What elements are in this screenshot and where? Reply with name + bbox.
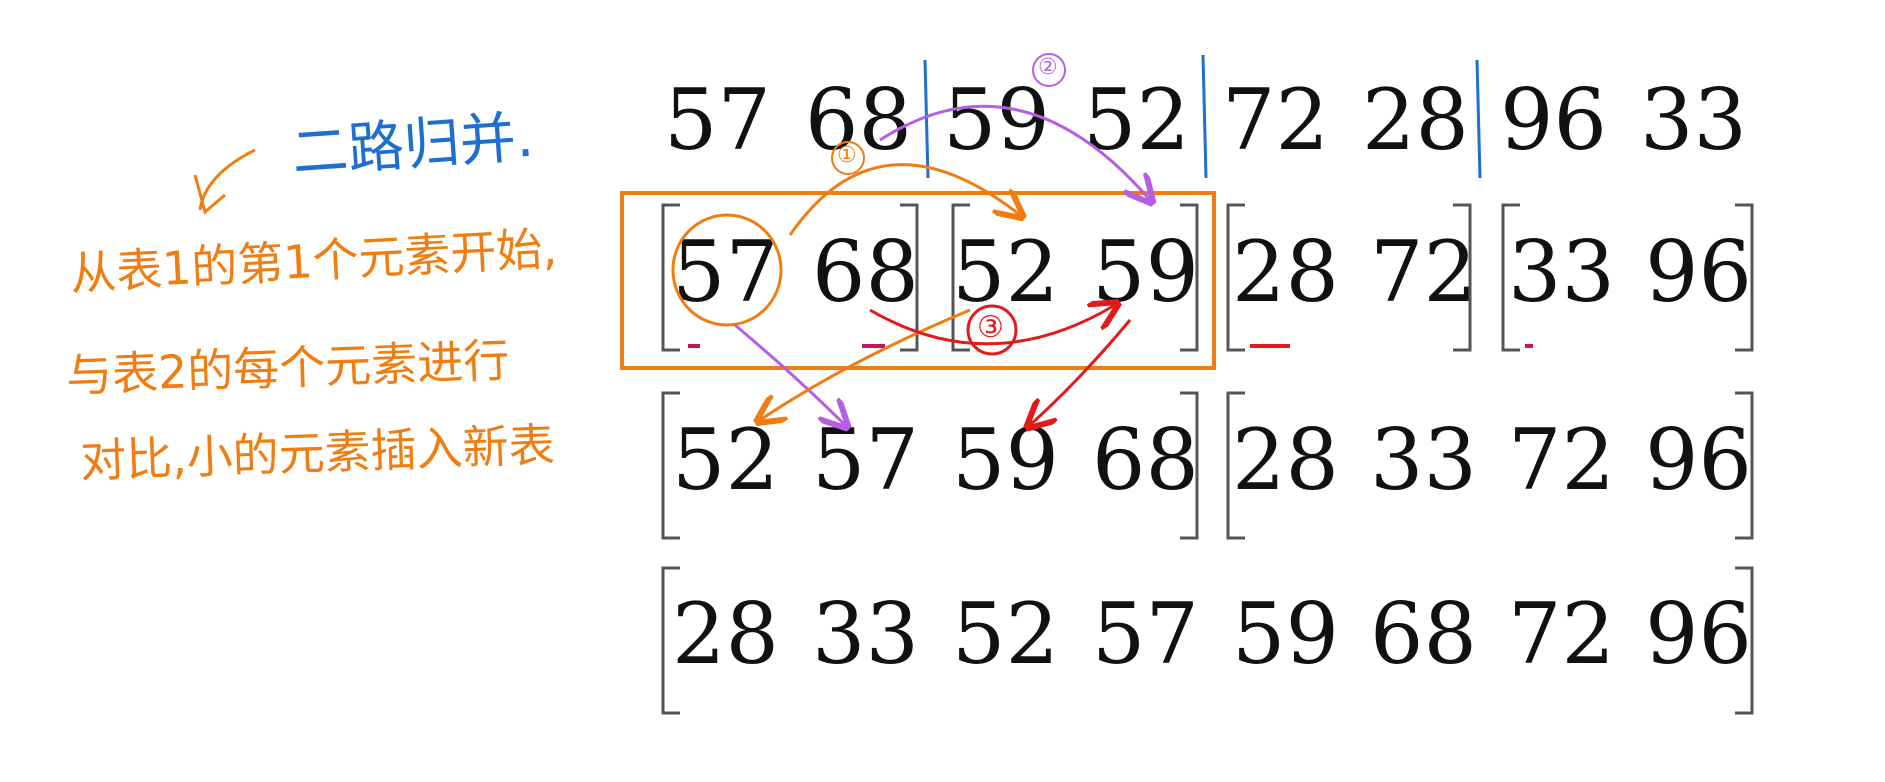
row2-bracket-2-left — [951, 203, 970, 352]
row4-bracket-left — [661, 566, 680, 715]
row2-value-3: 52 — [952, 223, 1059, 321]
row1-value-6: 28 — [1362, 71, 1469, 169]
separator-2 — [1201, 54, 1208, 179]
row2-value-5: 28 — [1232, 223, 1339, 321]
row4-value-8: 96 — [1645, 585, 1752, 683]
orange-arc-arrow — [788, 163, 1020, 236]
row2-bracket-4-left — [1501, 203, 1520, 352]
orange-down-arrow — [760, 308, 971, 420]
row4-value-5: 59 — [1232, 585, 1339, 683]
row3-bracket-1-left — [661, 391, 680, 540]
step-marker-3: ③ — [977, 310, 1004, 345]
row4-value-4: 57 — [1092, 585, 1199, 683]
step-circle-1 — [831, 141, 865, 175]
red-curve-arrow — [869, 305, 1115, 346]
row2-value-6: 72 — [1370, 223, 1477, 321]
row3-bracket-1-right — [1180, 391, 1199, 540]
row2-value-8: 96 — [1645, 223, 1752, 321]
row2-bracket-3-left — [1226, 203, 1245, 352]
row4-bracket-right — [1735, 566, 1754, 715]
row1-value-1: 57 — [664, 71, 771, 169]
row3-value-7: 72 — [1508, 411, 1615, 509]
row3-value-5: 28 — [1232, 411, 1339, 509]
row2-bracket-1-left — [661, 203, 680, 352]
row4-value-6: 68 — [1370, 585, 1477, 683]
row1-value-4: 52 — [1083, 71, 1190, 169]
row2-bracket-3-right — [1453, 203, 1472, 352]
step-circle-2 — [1032, 53, 1066, 87]
row2-value-7: 33 — [1508, 223, 1615, 321]
highlight-box — [620, 191, 1216, 370]
step-marker-2: ② — [1038, 55, 1058, 80]
row3-value-6: 33 — [1370, 411, 1477, 509]
row2-value-2: 68 — [812, 223, 919, 321]
step-marker-1: ① — [837, 143, 857, 168]
circle-57 — [671, 213, 783, 327]
row2-bracket-1-right — [900, 203, 919, 352]
row1-value-2: 68 — [805, 71, 912, 169]
row2-bracket-2-right — [1180, 203, 1199, 352]
row1-value-3: 59 — [943, 71, 1050, 169]
red-down-arrow — [1030, 319, 1132, 425]
purple-arc-arrow — [879, 104, 1150, 200]
row3-bracket-2-right — [1735, 391, 1754, 540]
row3-value-8: 96 — [1645, 411, 1752, 509]
row2-value-1: 57 — [672, 223, 779, 321]
row1-separators — [923, 54, 1482, 179]
separator-1 — [923, 59, 930, 179]
separator-3 — [1475, 59, 1482, 179]
row2-brackets — [661, 203, 1754, 352]
orange-hook-mark — [193, 148, 256, 215]
row4-value-1: 28 — [672, 585, 779, 683]
row4-brackets — [661, 566, 1754, 715]
row1-value-8: 33 — [1640, 71, 1747, 169]
row3-bracket-2-left — [1226, 391, 1245, 540]
row4-value-3: 52 — [952, 585, 1059, 683]
purple-down-arrow — [734, 323, 845, 425]
row1-value-7: 96 — [1500, 71, 1607, 169]
row3-value-4: 68 — [1092, 411, 1199, 509]
row4-value-7: 72 — [1508, 585, 1615, 683]
row2-bracket-4-right — [1735, 203, 1754, 352]
row3-value-1: 52 — [672, 411, 779, 509]
row1-value-5: 72 — [1222, 71, 1329, 169]
step-circle-3 — [966, 304, 1018, 356]
row4-value-2: 33 — [812, 585, 919, 683]
row3-brackets — [661, 391, 1754, 540]
